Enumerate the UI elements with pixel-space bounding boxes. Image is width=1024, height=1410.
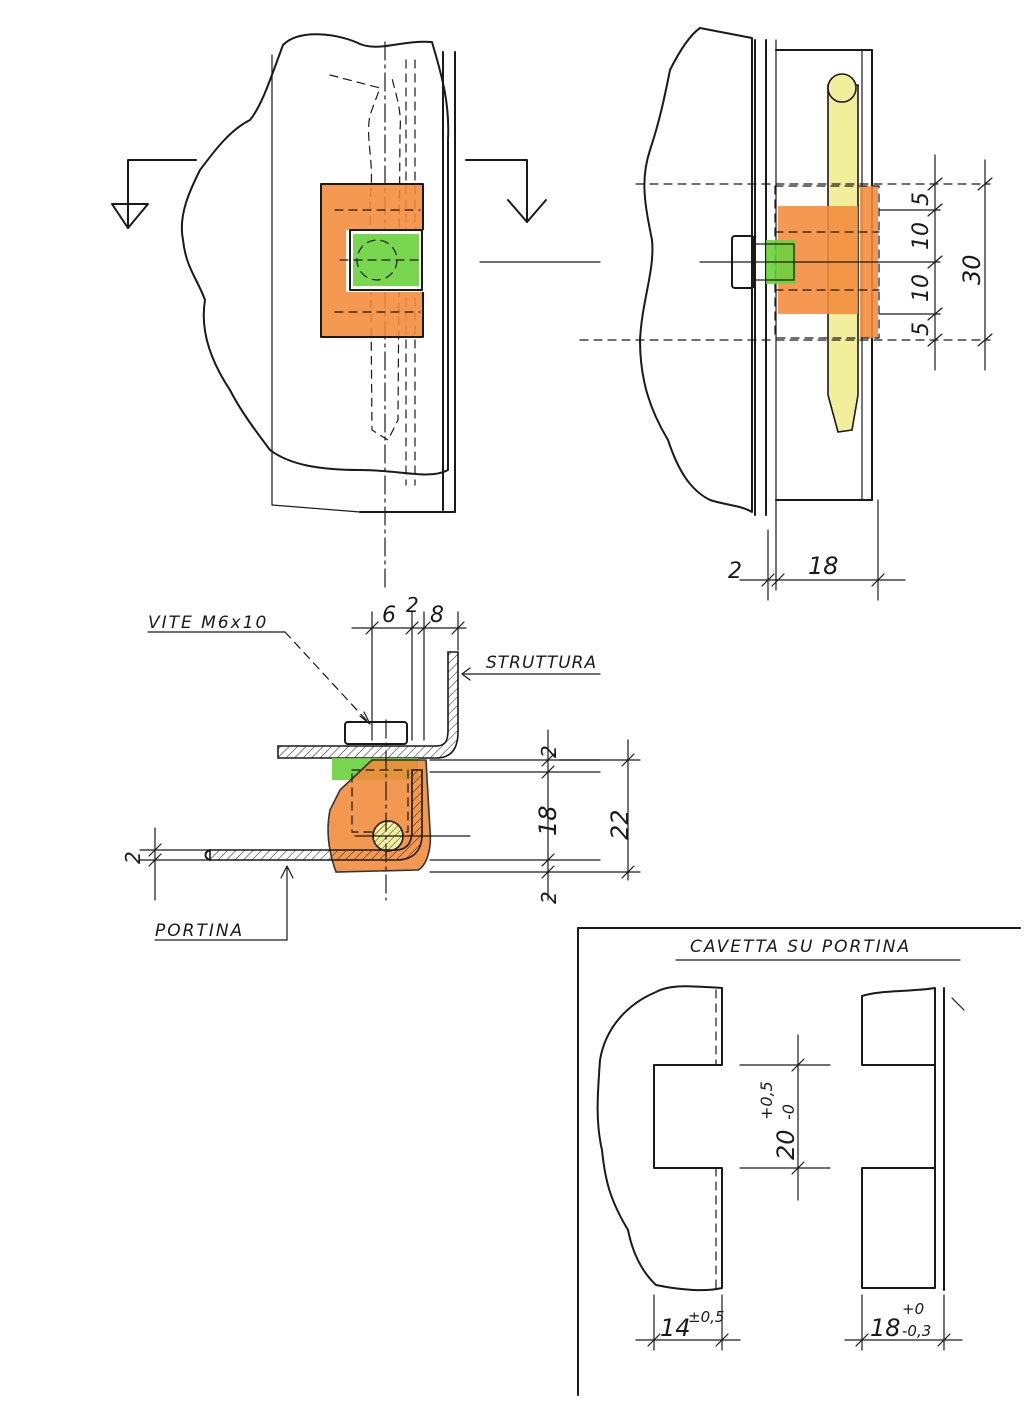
dim-20-tol-minus: -0: [779, 1104, 798, 1120]
dim-5-bottom: 5: [909, 322, 934, 336]
dim-20-tol-plus: +0,5: [757, 1081, 776, 1120]
dim-10-a: 10: [909, 222, 934, 250]
detail-box: CAVETTA SU PORTINA 20 +0,5 -0 14 ±0,5 18…: [577, 927, 1021, 1396]
dim-14-tol: ±0,5: [688, 1308, 724, 1326]
dim-2-b: 2: [537, 891, 561, 904]
dim-2-top: 2: [406, 593, 419, 617]
structure-slot-part: [861, 987, 936, 1289]
dim-8: 8: [430, 603, 444, 628]
side-view: 5 10 10 5 30 2 18: [579, 27, 993, 601]
front-view: [111, 33, 601, 591]
section-view: 6 2 8 2 18 22 2: [121, 593, 641, 941]
dim-2-left: 2: [121, 851, 145, 864]
bracket-section: [327, 759, 432, 873]
dim-6: 6: [382, 603, 396, 628]
dim-10-b: 10: [909, 274, 934, 302]
detail-title: CAVETTA SU PORTINA: [690, 937, 911, 957]
dim-5-top: 5: [909, 192, 934, 206]
door-label: PORTINA: [155, 921, 244, 941]
door-panel: [209, 769, 423, 861]
dim-2-side: 2: [728, 559, 742, 584]
dim-20: 20: [772, 1129, 800, 1160]
dim-18-tol-plus: +0: [902, 1300, 924, 1318]
screw-label: VITE M6x10: [148, 613, 268, 633]
dim-30: 30: [958, 254, 986, 285]
dim-22: 22: [606, 809, 634, 840]
structure-label: STRUTTURA: [486, 653, 597, 673]
dim-18-section: 18: [534, 805, 562, 836]
dim-14: 14: [660, 1314, 691, 1342]
door-slot-part: [596, 985, 723, 1292]
dim-2-a: 2: [537, 745, 561, 758]
dim-18-tol-minus: -0,3: [902, 1322, 931, 1340]
dim-18-detail: 18: [870, 1314, 901, 1342]
structure-profile: [277, 651, 459, 759]
screw-head: [344, 721, 408, 745]
dim-18-side: 18: [808, 552, 839, 580]
